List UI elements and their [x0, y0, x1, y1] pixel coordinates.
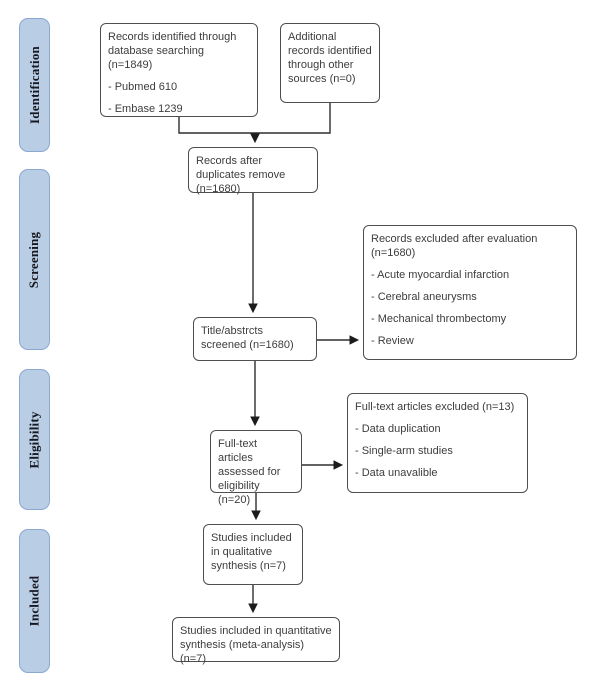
box-text-line: Title/abstrcts screened (n=1680) — [201, 325, 294, 351]
stage-included: Included — [19, 529, 50, 673]
box-text-line: Records after duplicates remove (n=1680) — [196, 155, 286, 195]
box-titles-screened: Title/abstrcts screened (n=1680) — [193, 317, 317, 361]
box-text-line: Studies included in qualitative synthesi… — [211, 532, 292, 572]
box-text-line: - Pubmed 610 — [108, 81, 178, 93]
box-text-line: - Review — [371, 335, 414, 347]
box-text-line: - Acute myocardial infarction — [371, 269, 510, 281]
stage-included-label: Included — [26, 575, 42, 627]
box-additional-records: Additional records identified through ot… — [280, 23, 380, 103]
box-text-line: Records excluded after evaluation (n=168… — [371, 233, 538, 259]
stage-eligibility: Eligibility — [19, 369, 50, 510]
box-duplicates-removed: Records after duplicates remove (n=1680) — [188, 147, 318, 195]
box-qualitative-synthesis: Studies included in qualitative synthesi… — [203, 524, 303, 585]
stage-eligibility-label: Eligibility — [26, 410, 42, 469]
box-text-line: - Data duplication — [355, 423, 441, 435]
stage-identification: Identification — [19, 18, 50, 152]
box-records-excluded: Records excluded after evaluation (n=168… — [363, 225, 577, 360]
box-text-line: - Data unavalible — [355, 467, 438, 479]
box-text-line: - Cerebral aneurysms — [371, 291, 477, 303]
box-fulltext-assessed: Full-text articles assessed for eligibil… — [210, 430, 302, 506]
stage-identification-label: Identification — [26, 46, 42, 124]
box-quantitative-synthesis: Studies included in quantitative synthes… — [172, 617, 340, 665]
box-text-line: - Mechanical thrombectomy — [371, 313, 507, 325]
box-text-line: Records identified through database sear… — [108, 31, 237, 71]
box-text-line: - Embase 1239 — [108, 103, 183, 115]
box-fulltext-excluded: Full-text articles excluded (n=13) - Dat… — [347, 393, 528, 493]
box-text-line: Full-text articles assessed for eligibil… — [218, 438, 281, 506]
box-text-line: Full-text articles excluded (n=13) — [355, 401, 515, 413]
box-text-line: Additional records identified through ot… — [288, 31, 372, 85]
box-text-line: - Single-arm studies — [355, 445, 453, 457]
box-records-identified: Records identified through database sear… — [100, 23, 258, 117]
stage-screening-label: Screening — [26, 231, 42, 288]
stage-screening: Screening — [19, 169, 50, 350]
box-text-line: Studies included in quantitative synthes… — [180, 625, 332, 665]
